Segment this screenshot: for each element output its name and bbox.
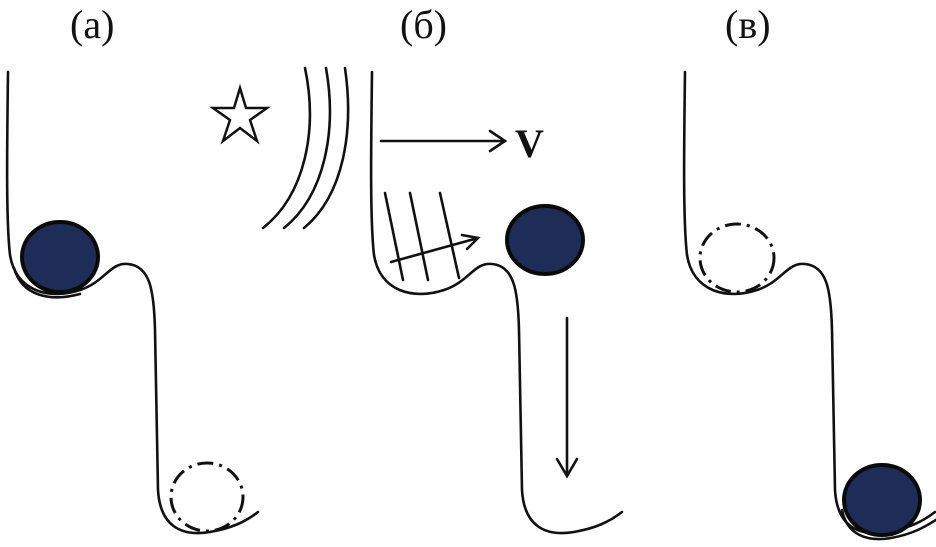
ghost-ball-dashed: [698, 222, 776, 294]
wave-arc: [261, 66, 312, 230]
panel-a: (а): [5, 2, 260, 535]
potential-well-curve: [682, 70, 936, 535]
hatch-line: [438, 191, 461, 280]
panel-b: (б) V: [209, 2, 624, 535]
ball: [842, 463, 922, 537]
contact-line: [840, 508, 936, 541]
ball: [20, 220, 100, 294]
velocity-label: V: [515, 121, 544, 166]
panel-label-a: (а): [70, 2, 114, 47]
ghost-ball-dashed: [169, 461, 245, 533]
wave-arc: [282, 66, 332, 230]
panel-label-b: (б): [400, 2, 447, 47]
contact-line: [12, 266, 82, 299]
fall-arrow: [555, 316, 579, 479]
panel-label-c: (в): [725, 2, 771, 47]
velocity-arrow: [379, 129, 508, 153]
star-icon: [209, 83, 271, 145]
force-arrow: [389, 233, 481, 264]
panel-c: (в): [682, 2, 936, 541]
hatch-line: [383, 191, 405, 282]
hatch-line: [408, 191, 430, 282]
wave-arc: [302, 66, 350, 230]
ball: [505, 204, 585, 276]
